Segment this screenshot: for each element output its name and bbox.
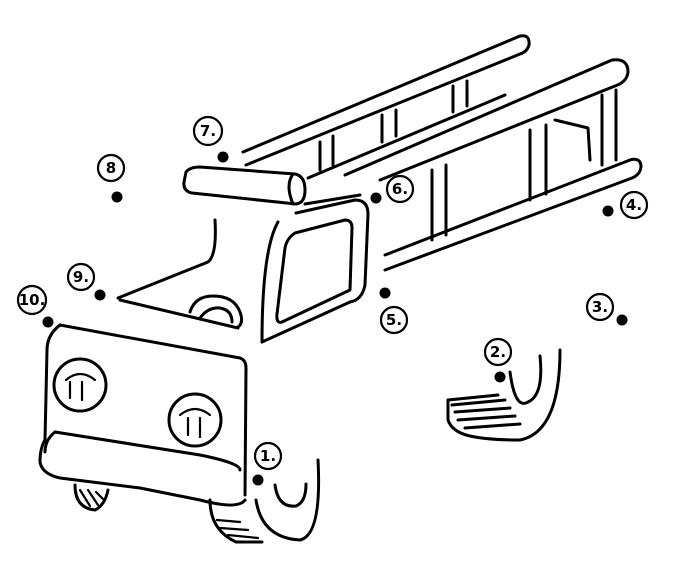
dot-point — [42, 316, 54, 328]
front-tires — [73, 483, 264, 544]
dot-label-circle — [66, 262, 96, 292]
dot-label: 8 — [106, 159, 116, 177]
dot-label: 1. — [260, 447, 276, 465]
dot-point — [370, 192, 382, 204]
dot-10: 10. — [16, 284, 54, 328]
dots-layer: 1. 2. 3. 4. 5. 6. 7. 8 9. 10. — [16, 115, 649, 486]
dot-label-circle — [619, 190, 649, 220]
dot-label: 5. — [386, 311, 402, 329]
right-headlight — [167, 392, 223, 448]
left-headlight — [52, 357, 108, 413]
dot-point — [111, 191, 123, 203]
dot-point — [252, 474, 264, 486]
dot-7: 7. — [192, 115, 229, 163]
dot-3: 3. — [585, 292, 628, 326]
dot-point — [602, 205, 614, 217]
truck-cab — [116, 165, 370, 344]
dot-label: 2. — [490, 343, 506, 361]
dot-6: 6. — [370, 174, 415, 204]
dot-point — [217, 151, 229, 163]
dot-5: 5. — [379, 287, 409, 335]
dot-label-circle — [379, 305, 409, 335]
dot-label-circle — [192, 115, 224, 147]
truck-front — [38, 323, 264, 544]
dot-label: 7. — [200, 122, 216, 140]
dot-label: 4. — [626, 196, 642, 214]
right-front-wheel-arc — [254, 458, 321, 542]
dot-point — [616, 314, 628, 326]
dot-label-circle — [585, 292, 615, 322]
dot-label: 9. — [73, 268, 89, 286]
dot-label-circle — [385, 174, 415, 204]
dot-4: 4. — [602, 190, 649, 220]
dot-label: 10. — [19, 291, 46, 309]
dot-8: 8 — [96, 153, 126, 203]
dot-2: 2. — [483, 337, 513, 383]
dot-label: 6. — [392, 180, 408, 198]
dot-label-circle — [483, 337, 513, 367]
dot-point — [494, 371, 506, 383]
dot-label-circle — [96, 153, 126, 183]
dot-label: 3. — [592, 298, 608, 316]
dot-label-circle — [253, 441, 283, 471]
dot-point — [379, 287, 391, 299]
dot-9: 9. — [66, 262, 106, 301]
dot-point — [94, 289, 106, 301]
dot-1: 1. — [252, 441, 283, 486]
front-ladder — [343, 58, 643, 272]
rear-wheel — [446, 348, 562, 442]
back-ladder — [241, 34, 531, 180]
dot-label-circle — [16, 284, 48, 316]
